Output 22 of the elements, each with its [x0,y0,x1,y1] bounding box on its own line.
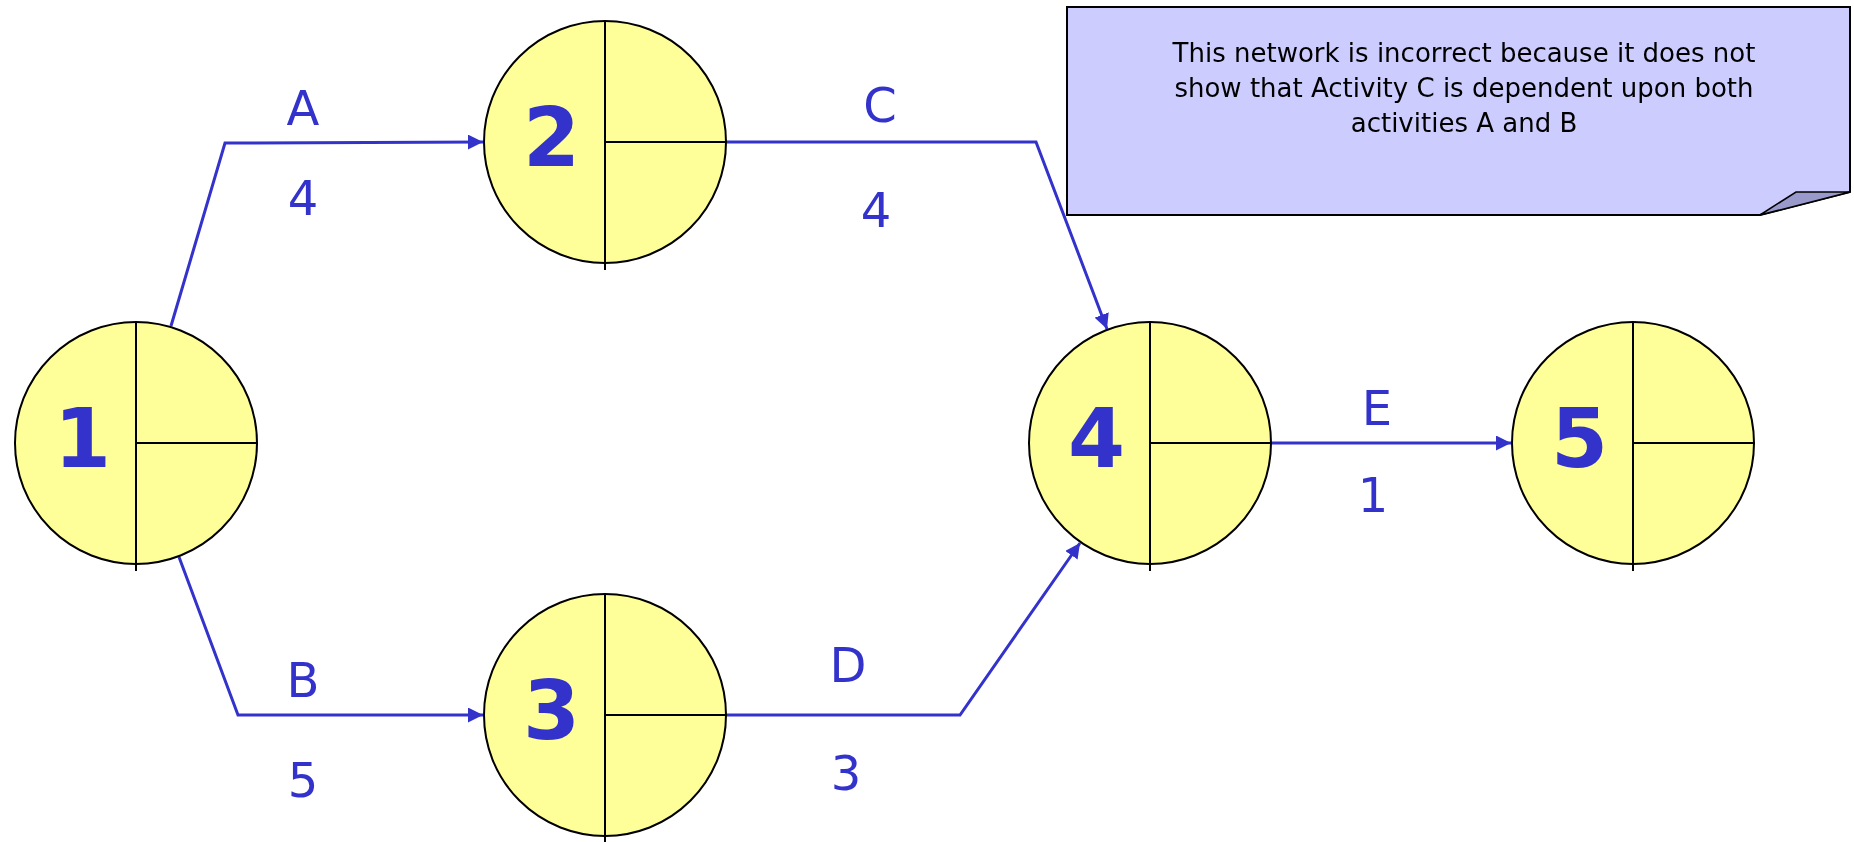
node-number: 2 [523,97,581,179]
event-circle [1028,321,1272,571]
duration-label: 4 [860,186,892,234]
arrow [727,140,1109,330]
arrow [177,556,483,723]
duration-label: 1 [1357,471,1389,519]
event-circle [483,593,727,842]
node-number: 4 [1068,398,1126,480]
node-number: 3 [523,670,581,752]
node-number: 5 [1551,398,1609,480]
callout-text: This network is incorrect because it does not show that Activity C is dependent upon both activities A and B [1171,37,1757,140]
duration-label: 4 [287,174,319,222]
event-circle [14,321,258,571]
duration-label: 3 [830,749,862,797]
arrow [169,134,483,327]
event-circle [1511,321,1755,571]
arrow [1272,435,1511,451]
event-circle [483,20,727,270]
arrow [727,542,1082,717]
node-number: 1 [54,398,112,480]
callout-box [1066,6,1852,218]
duration-label: 5 [287,756,319,804]
